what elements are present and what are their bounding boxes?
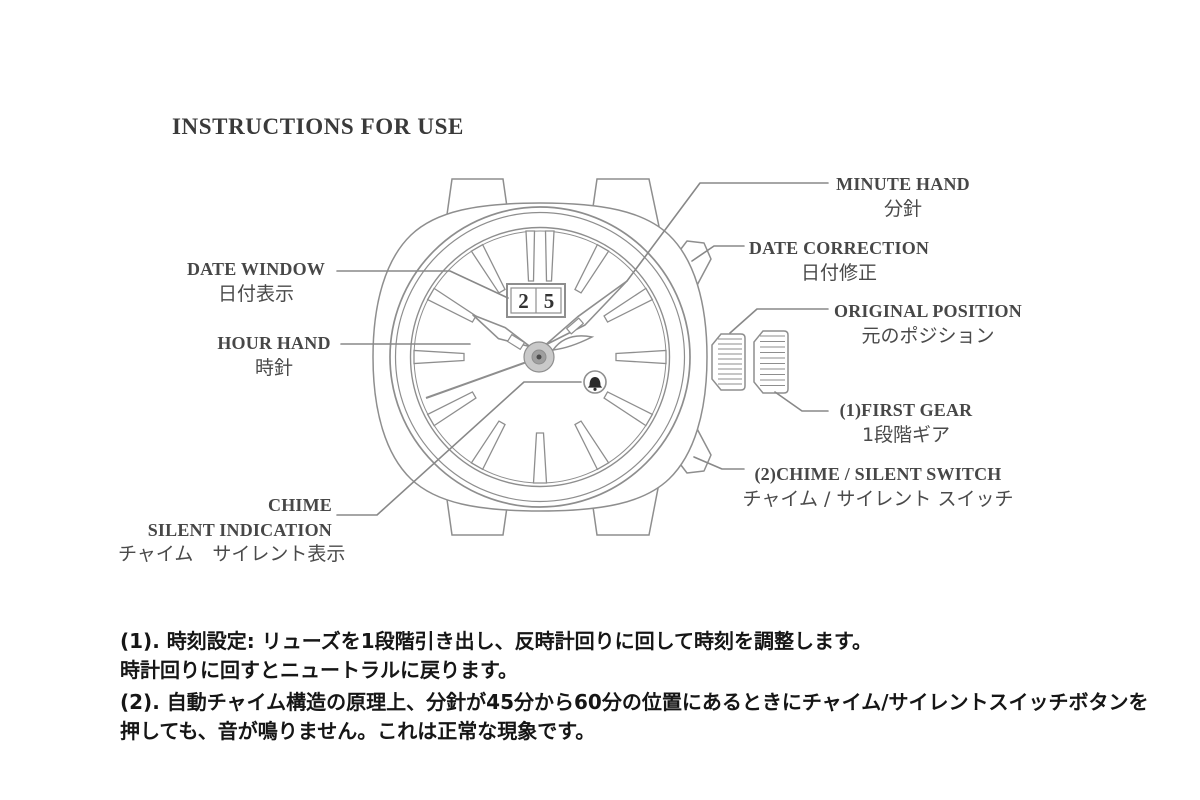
- bell-clapper: [593, 387, 597, 391]
- hour-marker-2: [603, 287, 654, 323]
- label-original-position: ORIGINAL POSITION 元のポジション: [818, 299, 1038, 349]
- label-chime-indication-en2: SILENT INDICATION: [147, 520, 332, 540]
- label-chime-silent-switch-en: (2)CHIME / SILENT SWITCH: [754, 464, 1002, 484]
- note-line-1: (1). 時刻設定: リューズを1段階引き出し、反時計回りに回して時刻を調整しま…: [120, 629, 873, 653]
- hour-marker-12a: [525, 230, 536, 282]
- label-chime-silent-switch-jp: チャイム / サイレント スイッチ: [742, 488, 1014, 510]
- crown-first-gear: [753, 330, 789, 394]
- leader-original-position: [729, 308, 829, 334]
- date-digit-ones: 5: [544, 289, 555, 313]
- chime-hand-figure: [551, 335, 595, 351]
- hour-marker-7: [470, 420, 506, 471]
- label-minute-hand-en: MINUTE HAND: [836, 174, 970, 194]
- label-hour-hand: HOUR HAND 時針: [184, 331, 364, 381]
- label-minute-hand-jp: 分針: [883, 198, 922, 220]
- leader-chime-indication: [336, 381, 582, 516]
- date-digit-tens: 2: [518, 289, 529, 313]
- crown-original-outline: [711, 333, 746, 391]
- hour-hand-figure: [472, 314, 531, 350]
- label-date-window-jp: 日付表示: [217, 283, 294, 305]
- hour-marker-9: [413, 349, 465, 365]
- label-original-position-en: ORIGINAL POSITION: [834, 301, 1022, 321]
- minute-hand-slot: [566, 317, 584, 335]
- date-window-figure: 2 5: [506, 283, 566, 318]
- leader-chime-switch: [693, 456, 745, 470]
- hour-marker-3: [615, 349, 667, 365]
- dial-ring-outer: [409, 226, 671, 488]
- bell-icon: [587, 377, 603, 388]
- leader-lines: [336, 182, 829, 516]
- hour-marker-12b: [544, 230, 555, 282]
- hour-marker-5: [574, 420, 610, 471]
- label-first-gear-jp: 1段階ギア: [861, 424, 951, 446]
- hour-marker-8: [426, 391, 477, 427]
- note-line-4: 押しても、音が鳴りません。これは正常な現象です。: [120, 719, 596, 743]
- label-date-window-en: DATE WINDOW: [186, 259, 326, 279]
- label-chime-indication-jp: チャイム サイレント表示: [118, 543, 346, 565]
- label-date-correction: DATE CORRECTION 日付修正: [739, 236, 939, 286]
- label-hour-hand-en: HOUR HAND: [217, 333, 331, 353]
- note-line-2: 時計回りに回すとニュートラルに戻ります。: [120, 658, 518, 682]
- hour-markers: [413, 230, 667, 484]
- usage-notes: (1). 時刻設定: リューズを1段階引き出し、反時計回りに回して時刻を調整しま…: [120, 627, 1180, 746]
- leader-date-correction: [691, 245, 745, 262]
- bezel-ring-inner: [394, 211, 686, 503]
- hour-marker-6: [532, 432, 548, 484]
- leader-minute-hand: [626, 182, 829, 282]
- label-original-position-jp: 元のポジション: [861, 325, 995, 347]
- label-minute-hand: MINUTE HAND 分針: [803, 172, 1003, 222]
- label-chime-silent-switch: (2)CHIME / SILENT SWITCH チャイム / サイレント スイ…: [717, 462, 1039, 512]
- crown-first-gear-ribs: [760, 335, 785, 387]
- center-hub: [523, 341, 555, 373]
- leader-date-window: [336, 270, 509, 299]
- hour-marker-1: [574, 243, 610, 294]
- page-title: INSTRUCTIONS FOR USE: [172, 114, 464, 139]
- label-hour-hand-jp: 時針: [254, 357, 293, 379]
- label-date-correction-en: DATE CORRECTION: [748, 238, 930, 258]
- hour-hand-slot: [506, 334, 526, 350]
- crown-original-ribs: [718, 338, 742, 385]
- bell-indicator: [583, 370, 607, 394]
- note-line-3: (2). 自動チャイム構造の原理上、分針が45分から60分の位置にあるときにチャ…: [120, 690, 1149, 714]
- leader-first-gear: [774, 391, 829, 412]
- hour-marker-4: [603, 391, 654, 427]
- crown-first-gear-outline: [753, 330, 789, 394]
- label-first-gear-en: (1)FIRST GEAR: [839, 400, 973, 420]
- hub-center: [536, 354, 542, 360]
- label-date-correction-jp: 日付修正: [800, 262, 877, 284]
- label-chime-indication-en1: CHIME: [268, 495, 332, 515]
- crown-original-position: [711, 333, 746, 391]
- label-date-window: DATE WINDOW 日付表示: [156, 257, 356, 307]
- label-first-gear: (1)FIRST GEAR 1段階ギア: [806, 398, 1006, 448]
- hour-marker-11: [470, 243, 506, 294]
